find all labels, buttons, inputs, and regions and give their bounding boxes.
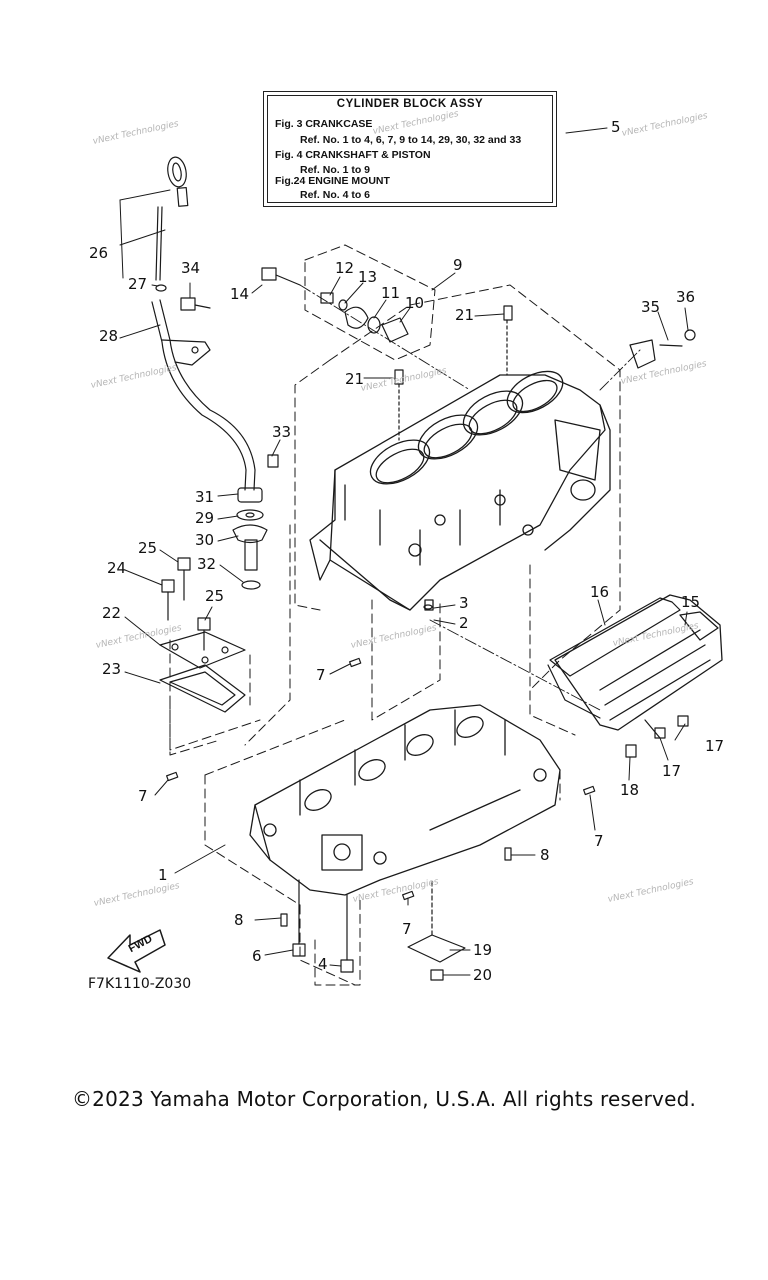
callout-1: 1 [158, 866, 168, 884]
callout-11: 11 [381, 284, 401, 302]
callout-15: 15 [681, 593, 701, 611]
callout-28: 28 [99, 327, 119, 345]
callout-3: 3 [459, 594, 469, 612]
info-box-inner [267, 95, 553, 203]
plate-22 [159, 631, 246, 669]
bolt-14 [261, 267, 301, 286]
callout-7a: 7 [316, 666, 326, 684]
callout-30: 30 [195, 531, 215, 549]
info-line-4: Ref. No. 1 to 9 [300, 164, 371, 176]
info-line-3: Fig. 4 CRANKSHAFT & PISTON [275, 149, 431, 161]
callout-19: 19 [473, 941, 493, 959]
info-box-title: CYLINDER BLOCK ASSY [336, 98, 484, 110]
seal-components [320, 292, 409, 343]
callout-6: 6 [252, 947, 262, 965]
callout-25a: 25 [138, 539, 158, 557]
callout-36: 36 [676, 288, 696, 306]
copyright-notice: ©2023 Yamaha Motor Corporation, U.S.A. A… [71, 1087, 697, 1111]
callout-26: 26 [89, 244, 109, 262]
upper-block-dashed-outline [244, 284, 621, 746]
callout-34: 34 [181, 259, 201, 277]
callout-22: 22 [102, 604, 122, 622]
callout-5: 5 [611, 118, 621, 136]
callout-12: 12 [335, 259, 355, 277]
callout-25b: 25 [205, 587, 225, 605]
info-line-5: Fig.24 ENGINE MOUNT [275, 175, 390, 187]
callout-10: 10 [405, 294, 425, 312]
sensor-35-36 [629, 329, 696, 369]
bolts-17-18 [625, 715, 689, 758]
info-line-1: Fig. 3 CRANKCASE [275, 118, 373, 130]
callout-29: 29 [195, 509, 215, 527]
callout-33: 33 [272, 423, 292, 441]
callout-7c: 7 [594, 832, 604, 850]
callout-7d: 7 [402, 920, 412, 938]
figure-code: F7K1110-Z030 [88, 976, 192, 992]
callout-18: 18 [620, 781, 640, 799]
upper-crankcase [309, 370, 611, 611]
fwd-arrow [107, 929, 166, 973]
info-line-2: Ref. No. 1 to 4, 6, 7, 9 to 14, 29, 30, … [300, 134, 522, 146]
callout-35: 35 [641, 298, 661, 316]
bracket-19 [407, 879, 466, 963]
callout-4: 4 [318, 955, 328, 973]
gasket-16 [547, 597, 681, 719]
callout-8a: 8 [540, 846, 550, 864]
plate-group-dashed-outline [169, 639, 251, 756]
callout-32: 32 [197, 555, 217, 573]
dowel-pins-21 [394, 305, 513, 441]
info-box: CYLINDER BLOCK ASSY Fig. 3 CRANKCASE Ref… [263, 91, 557, 207]
callout-24: 24 [107, 559, 127, 577]
leader-lines [119, 127, 689, 976]
dipstick-guide-tube [151, 299, 256, 491]
callout-8b: 8 [234, 911, 244, 929]
callout-17a: 17 [705, 737, 725, 755]
dowel-pins-7-8 [166, 657, 596, 927]
lower-block-dashed-outline [169, 699, 561, 986]
callout-16: 16 [590, 583, 610, 601]
callout-9: 9 [453, 256, 463, 274]
callout-23: 23 [102, 660, 122, 678]
bolts-24-25 [161, 557, 211, 651]
side-cover-15 [554, 594, 723, 731]
reference-lines [299, 284, 641, 711]
callout-14: 14 [230, 285, 250, 303]
lower-crankcase [249, 704, 561, 896]
callout-17b: 17 [662, 762, 682, 780]
oil-dipstick [155, 156, 189, 292]
callout-13: 13 [358, 268, 378, 286]
callout-21b: 21 [345, 370, 365, 388]
callout-20: 20 [473, 966, 493, 984]
callout-21a: 21 [455, 306, 475, 324]
info-line-6: Ref. No. 4 to 6 [300, 189, 371, 201]
seal-group-dashed-outline [304, 244, 436, 361]
gasket-23 [159, 664, 246, 713]
callout-27: 27 [128, 275, 148, 293]
callout-7b: 7 [138, 787, 148, 805]
callout-2: 2 [459, 614, 469, 632]
callout-31: 31 [195, 488, 215, 506]
bolt-20 [430, 969, 444, 981]
